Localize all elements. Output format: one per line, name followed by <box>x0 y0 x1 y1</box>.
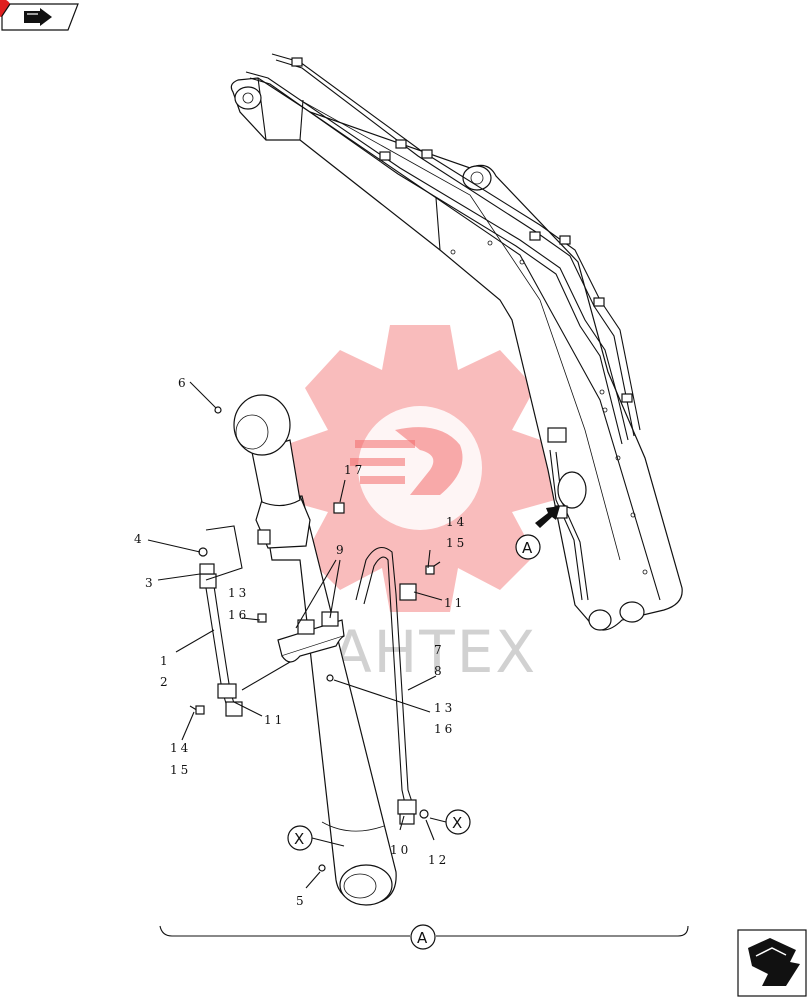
callout-labels: 6 4 3 13 16 1 2 11 14 15 17 9 14 15 11 7… <box>134 376 467 908</box>
leader-lines <box>147 381 447 889</box>
callout-15a: 15 <box>446 536 467 550</box>
svg-text:A: A <box>522 539 533 557</box>
callout-11b: 11 <box>264 713 285 727</box>
pipe-right <box>355 546 429 825</box>
watermark-text: AHTEX <box>332 618 537 686</box>
callout-14a: 14 <box>446 515 467 529</box>
callout-15b: 15 <box>170 763 191 777</box>
next-page-arrow-icon <box>748 938 800 986</box>
svg-text:A: A <box>417 929 428 947</box>
callout-11a: 11 <box>444 596 465 610</box>
detail-bracket-a: A <box>159 924 689 950</box>
callout-3: 3 <box>145 576 156 590</box>
detail-ref-x-right: X <box>445 809 471 835</box>
pipe-left <box>198 547 243 717</box>
pipe-clamp <box>277 611 345 663</box>
callout-12: 12 <box>428 853 449 867</box>
callout-14b: 14 <box>170 741 191 755</box>
back-to-index-button[interactable] <box>0 0 79 31</box>
callout-6: 6 <box>178 376 189 390</box>
callout-8: 8 <box>434 664 445 678</box>
detail-ref-a-boom: A <box>515 506 560 560</box>
boom-assembly <box>230 53 683 631</box>
callout-5: 5 <box>296 894 307 908</box>
watermark-logo <box>285 325 555 612</box>
callout-13b: 13 <box>434 701 455 715</box>
callout-13a: 13 <box>228 586 249 600</box>
callout-2: 2 <box>160 675 171 689</box>
callout-17: 17 <box>344 463 365 477</box>
svg-text:X: X <box>452 814 462 832</box>
fasteners <box>189 406 441 872</box>
detail-ref-x-left: X <box>287 825 313 851</box>
svg-text:X: X <box>294 830 304 848</box>
callout-10: 10 <box>390 843 411 857</box>
callout-16a: 16 <box>228 608 249 622</box>
callout-4: 4 <box>134 532 145 546</box>
boom-cylinder <box>233 394 397 906</box>
next-page-button[interactable] <box>737 929 807 997</box>
callout-16b: 16 <box>434 722 455 736</box>
callout-7: 7 <box>434 643 445 657</box>
book-arrow-icon <box>24 8 52 26</box>
callout-1: 1 <box>160 654 171 668</box>
callout-9: 9 <box>336 543 347 557</box>
